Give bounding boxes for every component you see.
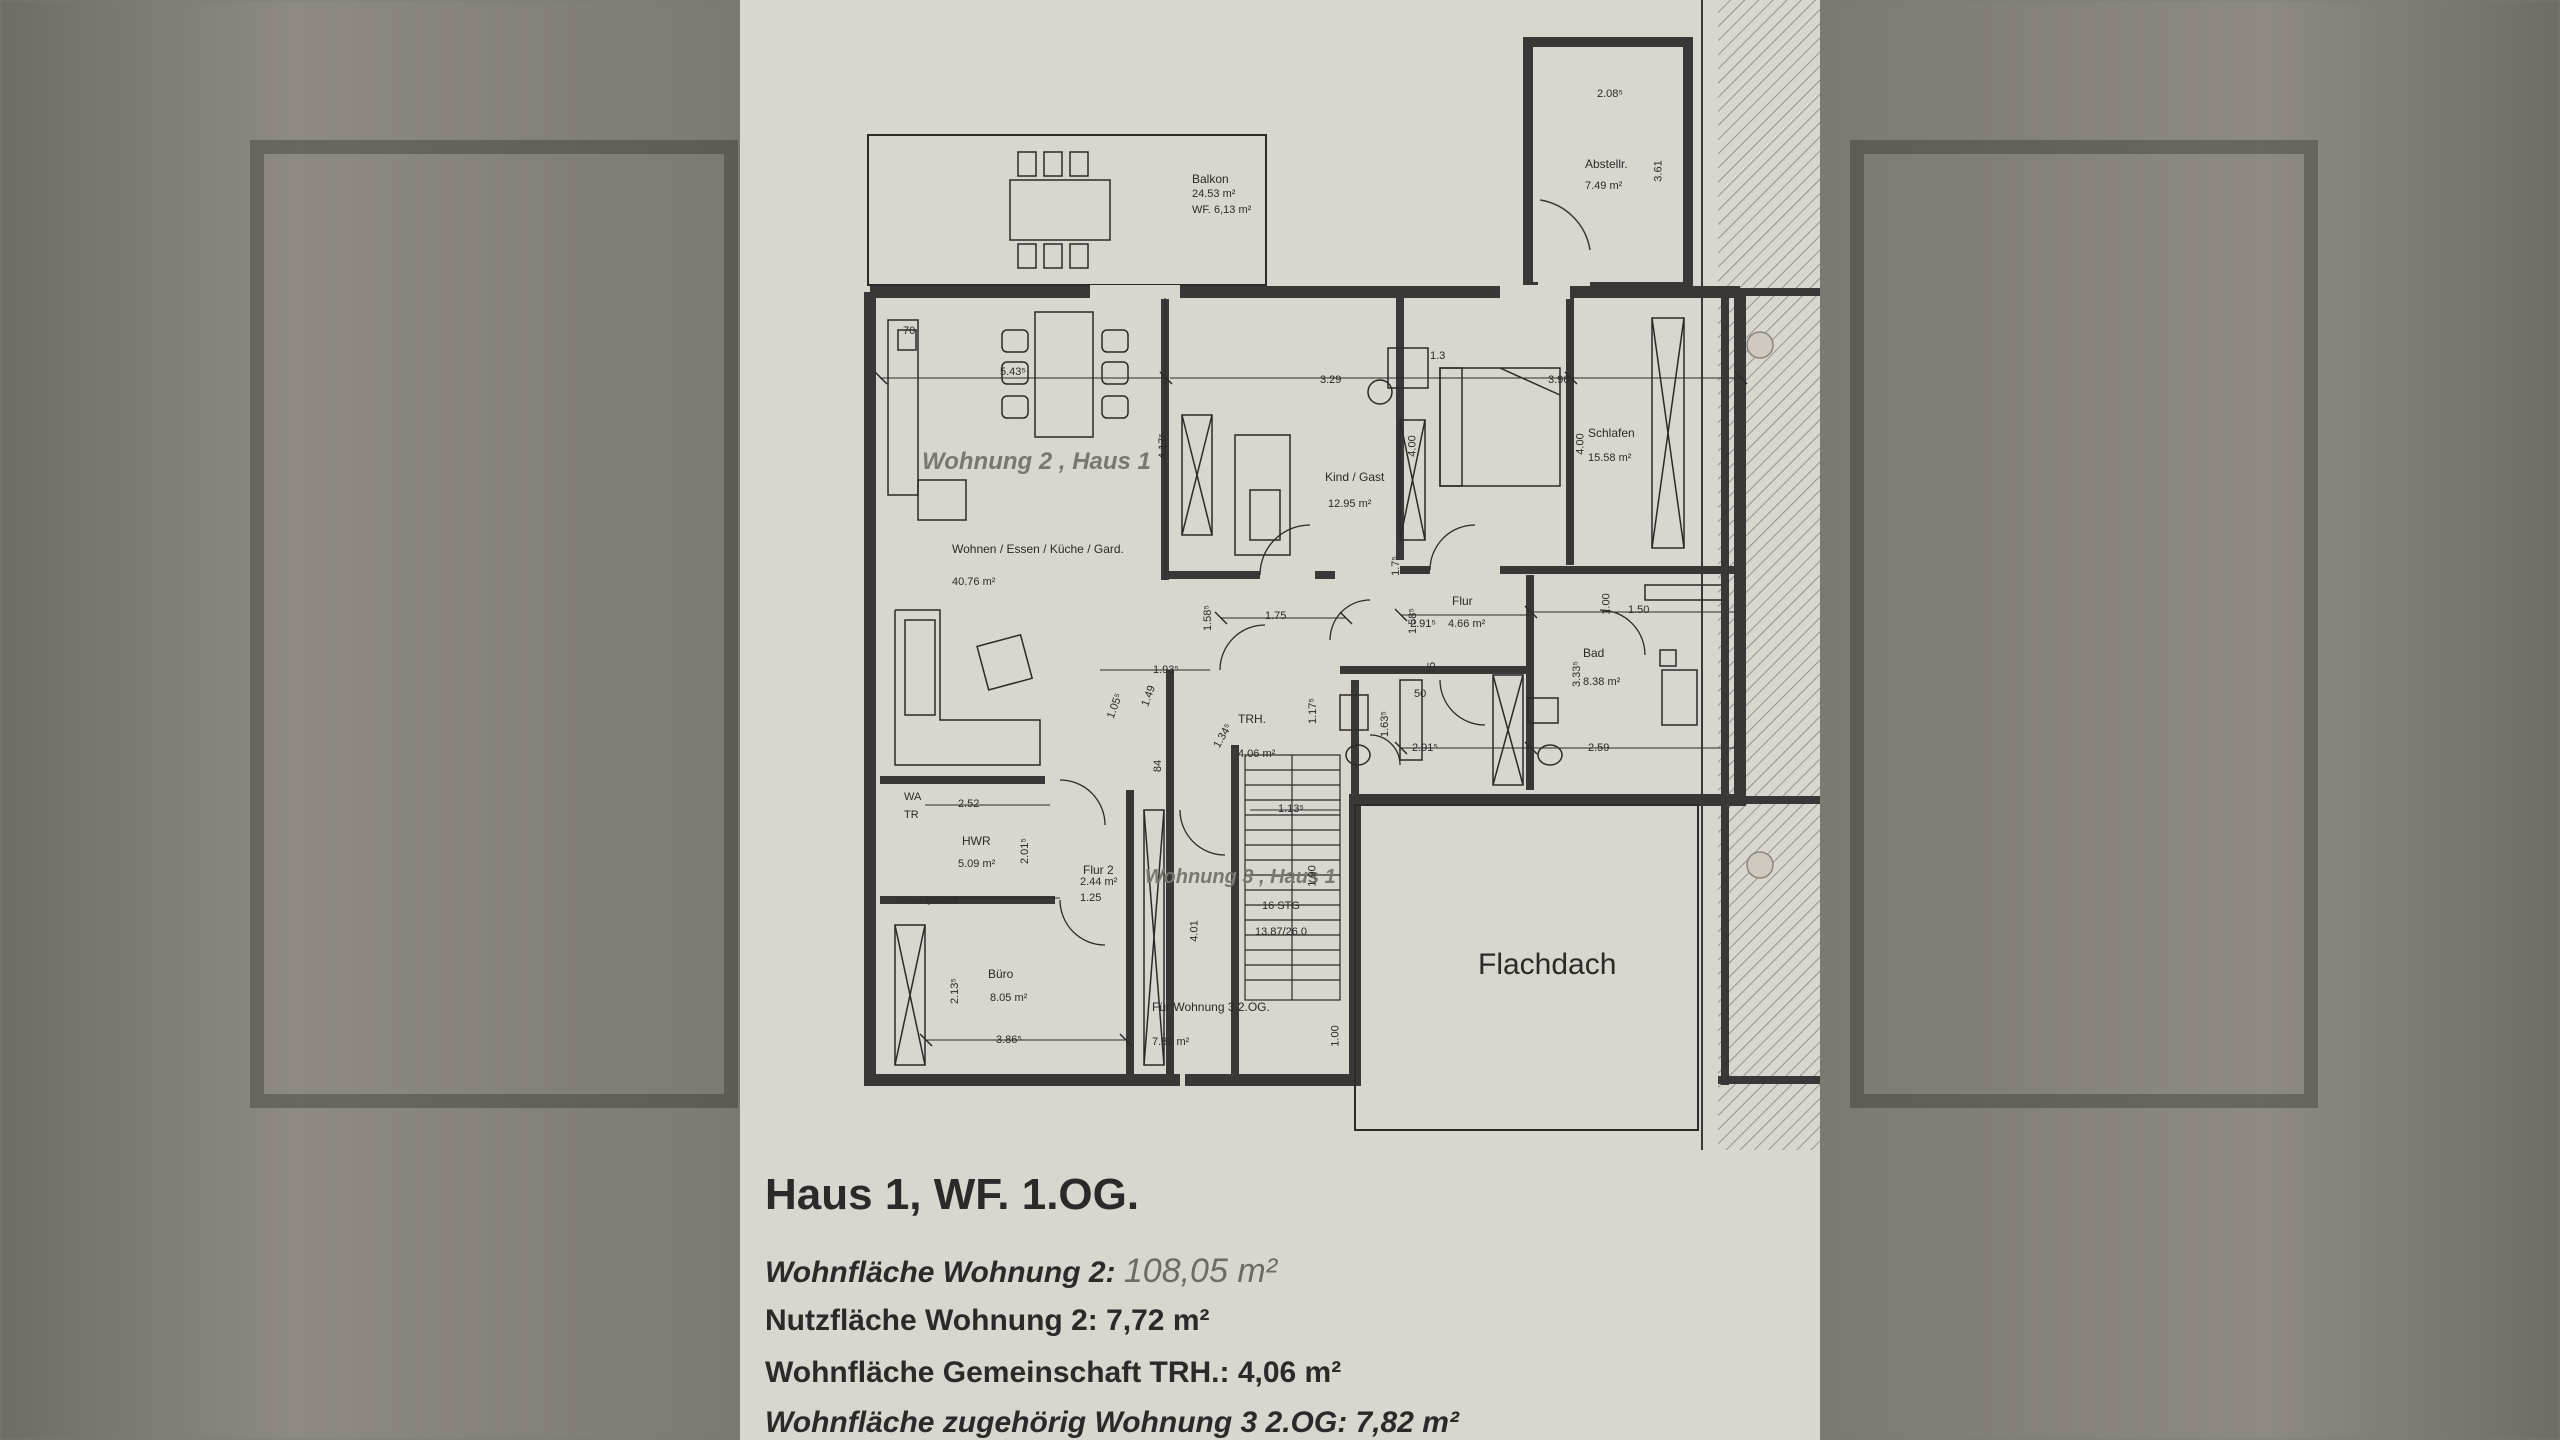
dim-storage-width: 2.08⁵ xyxy=(1597,88,1623,100)
fuse-box-label: Sicherungskasten xyxy=(895,896,959,905)
dim-bath-height: 3.33⁵ xyxy=(1570,661,1583,687)
flat-roof xyxy=(1354,804,1699,1131)
dim-small-f: 1.7⁵ xyxy=(1389,556,1402,576)
hallway-2-area: 2.44 m² xyxy=(1080,876,1118,888)
dimension-lines xyxy=(880,298,1740,1041)
living-area-label: Wohnfläche Wohnung 2: xyxy=(765,1256,1116,1289)
floor-plan-drawing xyxy=(864,0,1820,1150)
door-swings xyxy=(1059,524,1646,946)
dim-bedroom-width: 3.96⁵ xyxy=(1548,374,1574,386)
office-area: 8.05 m² xyxy=(990,992,1028,1004)
dim-wc-height-a: 1.17⁵ xyxy=(1306,698,1319,724)
utility-room-label: HWR xyxy=(962,834,991,848)
dim-bath-closet-height: 1.00 xyxy=(1600,593,1613,615)
dim-stairs-width: 1.13⁵ xyxy=(1278,803,1304,815)
dim-bath-closet: 1.50 xyxy=(1628,604,1650,616)
dimension-ticks xyxy=(874,371,1748,1047)
dryer-label: TR xyxy=(904,809,919,821)
wall-gaps xyxy=(1090,285,1570,582)
dim-office-height: 2.13⁵ xyxy=(948,978,961,1004)
balcony-label: Balkon xyxy=(1192,172,1229,186)
stairwell-label: TRH. xyxy=(1238,712,1266,726)
dim-closet-height: 4.01 xyxy=(1188,920,1201,942)
storage-area: 7.49 m² xyxy=(1585,180,1623,192)
dim-small-b: 70 xyxy=(903,325,916,337)
dim-small-a: 84 xyxy=(1152,759,1165,773)
neighbor-hatch xyxy=(1702,0,1820,1150)
dim-hallway-width: 2.91⁵ xyxy=(1410,618,1436,630)
apartment-3-storage-area: 7.82 m² xyxy=(1152,1036,1190,1048)
dim-bedroom-depth: 4.00 xyxy=(1574,433,1587,455)
storage-label: Abstellr. xyxy=(1585,157,1628,171)
living-room-label: Wohnen / Essen / Küche / Gard. xyxy=(952,542,1124,556)
dim-living-width: 5.43⁵ xyxy=(1000,366,1026,378)
flat-roof-label: Flachdach xyxy=(1478,948,1617,981)
dim-hwr-width: 2.52 xyxy=(958,798,980,810)
blurred-background-right xyxy=(1820,0,2560,1440)
stairwell-area: 4.06 m² xyxy=(1238,748,1276,760)
dim-stairs-top: 1.90 xyxy=(1306,865,1319,887)
kids-room-label: Kind / Gast xyxy=(1325,470,1385,484)
dim-kids-depth: 4.00 xyxy=(1406,435,1419,457)
dim-small-e: 15 xyxy=(1426,661,1439,675)
dim-kids-width: 3.29 xyxy=(1320,374,1342,386)
dim-stairs-bottom: 1.00 xyxy=(1329,1025,1342,1047)
dim-small-d: 50 xyxy=(1414,688,1427,700)
kids-room-area: 12.95 m² xyxy=(1328,498,1372,510)
dim-flur2-width: 1.25 xyxy=(1080,892,1102,904)
ghost-plan-left xyxy=(250,140,738,1108)
living-room-area: 40.76 m² xyxy=(952,576,996,588)
sofa xyxy=(894,609,1041,766)
closets xyxy=(894,317,1685,1066)
common-area-line: Wohnfläche Gemeinschaft TRH.: 4,06 m² xyxy=(765,1356,1342,1389)
bedroom-area: 15.58 m² xyxy=(1588,452,1632,464)
balcony-wf: WF. 6,13 m² xyxy=(1192,204,1252,216)
utility-room-area: 5.09 m² xyxy=(958,858,996,870)
kitchen-table xyxy=(1001,311,1129,438)
apartment-3-storage-label: Für Wohnung 3 2.OG. xyxy=(1152,1000,1270,1014)
hallway-area: 4.66 m² xyxy=(1448,618,1486,630)
ghost-plan-right xyxy=(1850,140,2318,1108)
floor-plan-sheet: Balkon 24.53 m² WF. 6,13 m² Abstellr. 7.… xyxy=(740,0,1820,1440)
dim-corridor-height-a: 1.58⁵ xyxy=(1201,605,1214,631)
hallway-label: Flur xyxy=(1452,594,1473,608)
dim-office-width: 3.86⁵ xyxy=(996,1034,1022,1046)
office-label: Büro xyxy=(988,967,1014,981)
bed xyxy=(1439,367,1561,487)
dim-bath-width: 2.59 xyxy=(1588,742,1610,754)
dim-corridor: 1.75 xyxy=(1265,610,1287,622)
bathroom-area: 8.38 m² xyxy=(1583,676,1621,688)
plan-title: Haus 1, WF. 1.OG. xyxy=(765,1170,1140,1219)
neighbor-unit xyxy=(1718,288,1820,1085)
washer-label: WA xyxy=(904,791,922,803)
dim-wc-height-b: 1.63⁵ xyxy=(1378,711,1391,737)
bathroom-label: Bad xyxy=(1583,646,1605,660)
balcony-table xyxy=(1009,151,1111,269)
bathroom-fixtures xyxy=(1339,584,1726,766)
balcony-area: 24.53 m² xyxy=(1192,188,1236,200)
living-area-value: 108,05 m² xyxy=(1123,1252,1277,1290)
kids-desk xyxy=(1234,347,1429,556)
apartment-3-label: Wohnung 3 , Haus 1 xyxy=(1145,866,1336,888)
apartment-2-label: Wohnung 2 , Haus 1 xyxy=(922,448,1151,475)
dim-wc-width: 2.91⁵ xyxy=(1412,742,1438,754)
stairs xyxy=(1244,754,1341,1001)
blurred-background-left xyxy=(0,0,740,1440)
usable-area-line: Nutzfläche Wohnung 2: 7,72 m² xyxy=(765,1304,1210,1337)
dim-small-c: 1.3 xyxy=(1430,350,1446,362)
stairs-count: 16 STG xyxy=(1262,900,1300,912)
hallway-2-label: Flur 2 xyxy=(1083,863,1114,877)
balcony xyxy=(867,134,1267,286)
dim-hwr-height: 2.01⁵ xyxy=(1018,838,1031,864)
living-area-line: Wohnfläche Wohnung 2: 108,05 m² xyxy=(765,1252,1277,1291)
dim-storage-height: 3.61 xyxy=(1652,160,1665,182)
associated-area-line: Wohnfläche zugehörig Wohnung 3 2.OG: 7,8… xyxy=(765,1406,1459,1439)
stairs-ratio: 13.87/26.0 xyxy=(1255,926,1307,938)
kitchen-counter xyxy=(887,319,967,521)
doorway-circles xyxy=(1746,331,1774,879)
dim-diag-d: 1.93⁵ xyxy=(1153,664,1179,676)
dim-living-depth: 4.17⁵ xyxy=(1156,433,1169,459)
bedroom-label: Schlafen xyxy=(1588,426,1635,440)
